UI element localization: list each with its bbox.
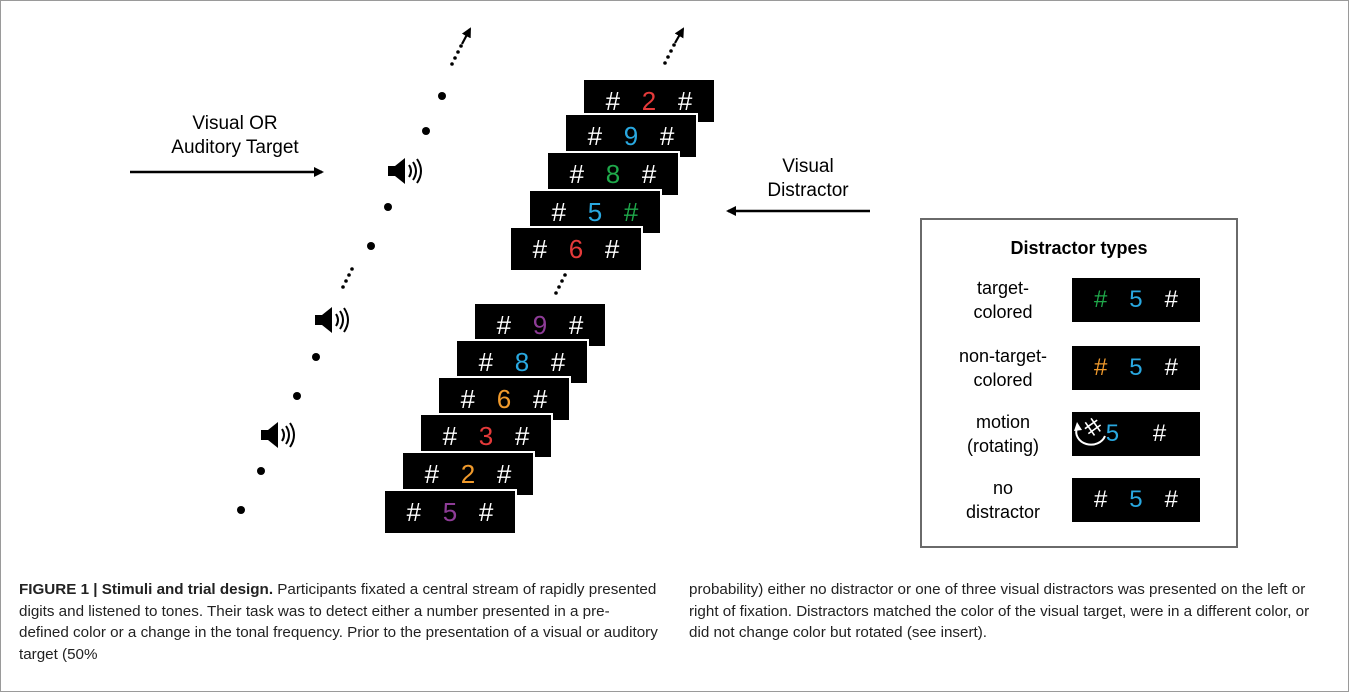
left-hash: # bbox=[424, 458, 440, 489]
right-hash: # bbox=[1152, 420, 1167, 447]
row-label-target-colored: target- colored bbox=[928, 276, 1078, 324]
right-hash: # bbox=[677, 85, 693, 116]
right-hash: # bbox=[623, 196, 639, 227]
left-hash: # bbox=[605, 85, 621, 116]
caption-label: FIGURE 1 | Stimuli and trial design. bbox=[19, 581, 278, 598]
right-hash: # bbox=[641, 158, 657, 189]
center-digit: 6 bbox=[568, 233, 584, 264]
center-digit: 5 bbox=[1129, 486, 1143, 513]
center-digit: 5 bbox=[1105, 420, 1120, 447]
left-ellipsis-dots-icon bbox=[341, 267, 354, 289]
left-hash: # bbox=[496, 309, 512, 340]
target-colored-example: # 5 # bbox=[1072, 278, 1200, 322]
distractor-label-line2: Distractor bbox=[767, 180, 849, 201]
left-hash: # bbox=[532, 233, 548, 264]
right-hash: # bbox=[568, 309, 584, 340]
center-digit: 8 bbox=[514, 346, 530, 377]
caption-right-text: probability) either no distractor or one… bbox=[689, 581, 1310, 642]
target-label-line1: Visual OR bbox=[192, 113, 278, 134]
no-distractor-example: # 5 # bbox=[1072, 478, 1200, 522]
speaker-icon bbox=[261, 422, 295, 448]
stimulus-frame: # 5 # bbox=[383, 489, 517, 535]
left-hash: # bbox=[478, 346, 494, 377]
center-digit: 2 bbox=[460, 458, 476, 489]
left-up-arrow-icon bbox=[461, 27, 471, 45]
left-hash: # bbox=[569, 158, 585, 189]
right-hash: # bbox=[1164, 286, 1178, 313]
left-hash: # bbox=[551, 196, 567, 227]
right-hash: # bbox=[550, 346, 566, 377]
caption-right-column: probability) either no distractor or one… bbox=[689, 579, 1329, 644]
speaker-icon bbox=[388, 158, 422, 184]
center-digit: 6 bbox=[496, 383, 512, 414]
row-label-line1: motion bbox=[975, 412, 1031, 432]
right-hash: # bbox=[478, 496, 494, 527]
right-hash: # bbox=[532, 383, 548, 414]
center-digit: 9 bbox=[623, 120, 639, 151]
center-digit: 3 bbox=[478, 420, 494, 451]
right-hash: # bbox=[659, 120, 675, 151]
right-continuation-arrow-icon bbox=[663, 43, 676, 65]
row-label-line2: colored bbox=[973, 302, 1033, 322]
distractor-label-line1: Visual bbox=[782, 156, 834, 177]
row-label-line1: no bbox=[992, 478, 1014, 498]
left-hash: # bbox=[460, 383, 476, 414]
target-label: Visual OR Auditory Target bbox=[150, 112, 320, 160]
caption-left-text: Participants fixated a central stream of… bbox=[19, 581, 658, 663]
auditory-stream-dots bbox=[237, 92, 446, 514]
target-label-line2: Auditory Target bbox=[171, 137, 299, 158]
row-label-line2: (rotating) bbox=[966, 436, 1040, 456]
left-hash: # bbox=[1093, 354, 1108, 381]
non-target-colored-example: # 5 # bbox=[1072, 346, 1200, 390]
right-hash: # bbox=[1164, 354, 1178, 381]
center-digit: 8 bbox=[605, 158, 621, 189]
left-hash: # bbox=[442, 420, 458, 451]
row-label-motion: motion (rotating) bbox=[928, 410, 1078, 458]
center-digit: 5 bbox=[587, 196, 603, 227]
right-hash: # bbox=[604, 233, 620, 264]
row-label-line1: target- bbox=[976, 278, 1030, 298]
left-hash: # bbox=[587, 120, 603, 151]
distractor-types-insert: Distractor types target- colored # 5 # n… bbox=[920, 218, 1238, 548]
row-label-line2: colored bbox=[973, 370, 1033, 390]
insert-title: Distractor types bbox=[1010, 238, 1148, 258]
left-continuation-arrow-icon bbox=[450, 44, 463, 66]
row-label-line1: non-target- bbox=[958, 346, 1048, 366]
distractor-label: Visual Distractor bbox=[748, 155, 868, 203]
center-digit: 5 bbox=[1129, 354, 1143, 381]
right-hash: # bbox=[514, 420, 530, 451]
center-digit: 9 bbox=[532, 309, 548, 340]
left-hash: # bbox=[1093, 286, 1108, 313]
center-digit: 5 bbox=[442, 496, 458, 527]
figure-panel: Visual OR Auditory Target Visual Distrac… bbox=[130, 27, 1238, 548]
row-label-line2: distractor bbox=[965, 502, 1041, 522]
right-up-arrow-icon bbox=[674, 27, 684, 44]
rotation-arrow-icon bbox=[1074, 417, 1106, 446]
row-label-non-target-colored: non-target- colored bbox=[928, 344, 1078, 392]
figure-graphics bbox=[130, 27, 870, 514]
right-hash: # bbox=[1164, 486, 1178, 513]
motion-rotating-example: 5 # bbox=[1072, 412, 1200, 456]
stimulus-frame: # 6 # bbox=[509, 226, 643, 272]
stream-ellipsis-dots-icon bbox=[554, 273, 567, 295]
caption-left-column: FIGURE 1 | Stimuli and trial design. Par… bbox=[19, 579, 659, 665]
right-hash: # bbox=[496, 458, 512, 489]
left-hash: # bbox=[1093, 486, 1108, 513]
center-digit: 2 bbox=[641, 85, 657, 116]
row-label-no-distractor: no distractor bbox=[928, 476, 1078, 524]
center-digit: 5 bbox=[1129, 286, 1143, 313]
left-hash: # bbox=[406, 496, 422, 527]
speaker-icon bbox=[315, 307, 349, 333]
